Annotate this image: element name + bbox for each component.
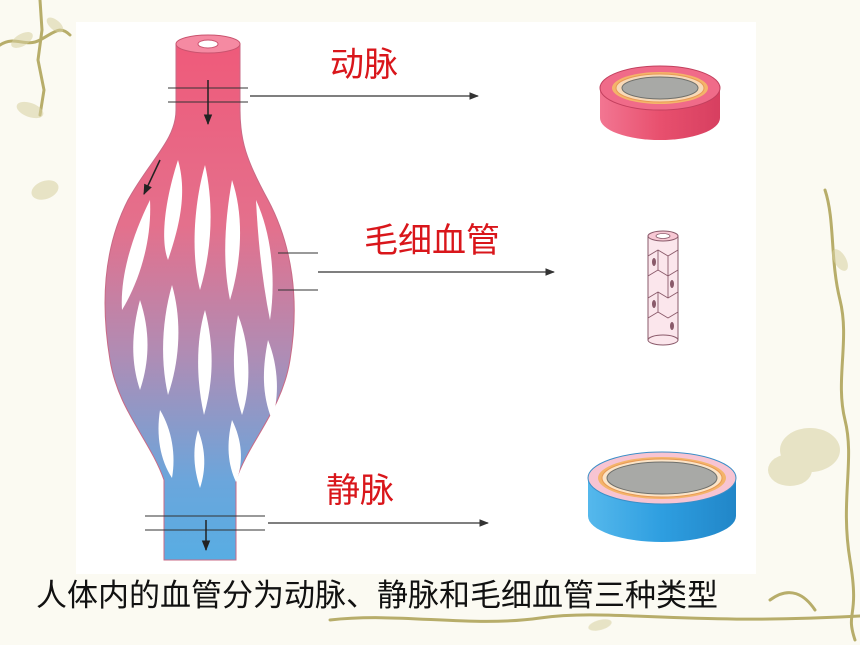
pointer-arrows — [250, 92, 555, 527]
capillary-label: 毛细血管 — [364, 221, 500, 261]
vessel-network — [104, 34, 318, 561]
capillary-cross-section — [647, 230, 679, 346]
artery-cross-section — [599, 65, 721, 140]
vein-label: 静脉 — [326, 471, 394, 511]
vein-cross-section — [587, 451, 737, 542]
artery-label: 动脉 — [330, 45, 398, 85]
diagram-caption: 人体内的血管分为动脉、静脉和毛细血管三种类型 — [36, 578, 718, 614]
